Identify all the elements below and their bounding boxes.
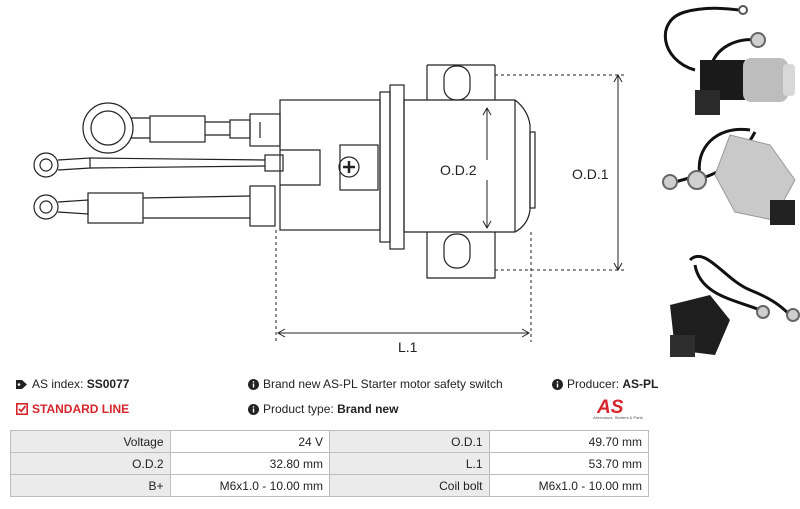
spec-table: Voltage 24 V O.D.1 49.70 mm O.D.2 32.80 … bbox=[10, 430, 649, 497]
product-line: STANDARD LINE bbox=[16, 402, 129, 416]
spec-label: L.1 bbox=[329, 452, 490, 475]
spec-value: 24 V bbox=[169, 430, 330, 453]
producer-value: AS-PL bbox=[622, 377, 659, 391]
producer: Producer: AS-PL bbox=[552, 377, 658, 391]
standard-line-label: STANDARD LINE bbox=[32, 402, 130, 416]
dim-od1-label: O.D.1 bbox=[572, 166, 609, 182]
spec-value: 49.70 mm bbox=[488, 430, 649, 453]
spec-label: Coil bolt bbox=[329, 474, 490, 497]
svg-text:AS: AS bbox=[597, 397, 624, 416]
product-type-value: Brand new bbox=[337, 402, 399, 416]
info-icon bbox=[248, 404, 259, 415]
as-pl-logo: AS Alternators, Starters & Parts bbox=[593, 396, 653, 426]
product-description: Brand new AS-PL Starter motor safety swi… bbox=[248, 377, 503, 391]
as-logo-mark: AS bbox=[597, 397, 624, 416]
product-type: Product type: Brand new bbox=[248, 402, 398, 416]
info-icon bbox=[552, 379, 563, 390]
table-row: O.D.2 32.80 mm L.1 53.70 mm bbox=[10, 452, 649, 475]
product-photo-2 bbox=[662, 127, 796, 225]
spec-value: M6x1.0 - 10.00 mm bbox=[169, 474, 330, 497]
spec-value: M6x1.0 - 10.00 mm bbox=[488, 474, 649, 497]
spec-value: 32.80 mm bbox=[169, 452, 330, 475]
technical-drawing: O.D.2 O.D.1 L.1 bbox=[33, 64, 625, 355]
spec-value: 53.70 mm bbox=[488, 452, 649, 475]
spec-label: O.D.2 bbox=[10, 452, 171, 475]
dim-od2-label: O.D.2 bbox=[440, 162, 477, 178]
table-row: B+ M6x1.0 - 10.00 mm Coil bolt M6x1.0 - … bbox=[10, 474, 649, 497]
spec-label: Voltage bbox=[10, 430, 171, 453]
checkbox-checked-icon bbox=[16, 403, 28, 415]
as-index-value: SS0077 bbox=[86, 377, 130, 391]
product-photo-3 bbox=[670, 254, 800, 357]
info-icon bbox=[248, 379, 259, 390]
tag-icon bbox=[16, 380, 27, 389]
table-row: Voltage 24 V O.D.1 49.70 mm bbox=[10, 430, 649, 453]
product-photo-1 bbox=[663, 5, 795, 115]
as-index: AS index: SS0077 bbox=[16, 377, 129, 391]
dim-l1-label: L.1 bbox=[398, 339, 418, 355]
spec-label: O.D.1 bbox=[329, 430, 490, 453]
spec-label: B+ bbox=[10, 474, 171, 497]
logo-tagline: Alternators, Starters & Parts bbox=[593, 415, 643, 420]
